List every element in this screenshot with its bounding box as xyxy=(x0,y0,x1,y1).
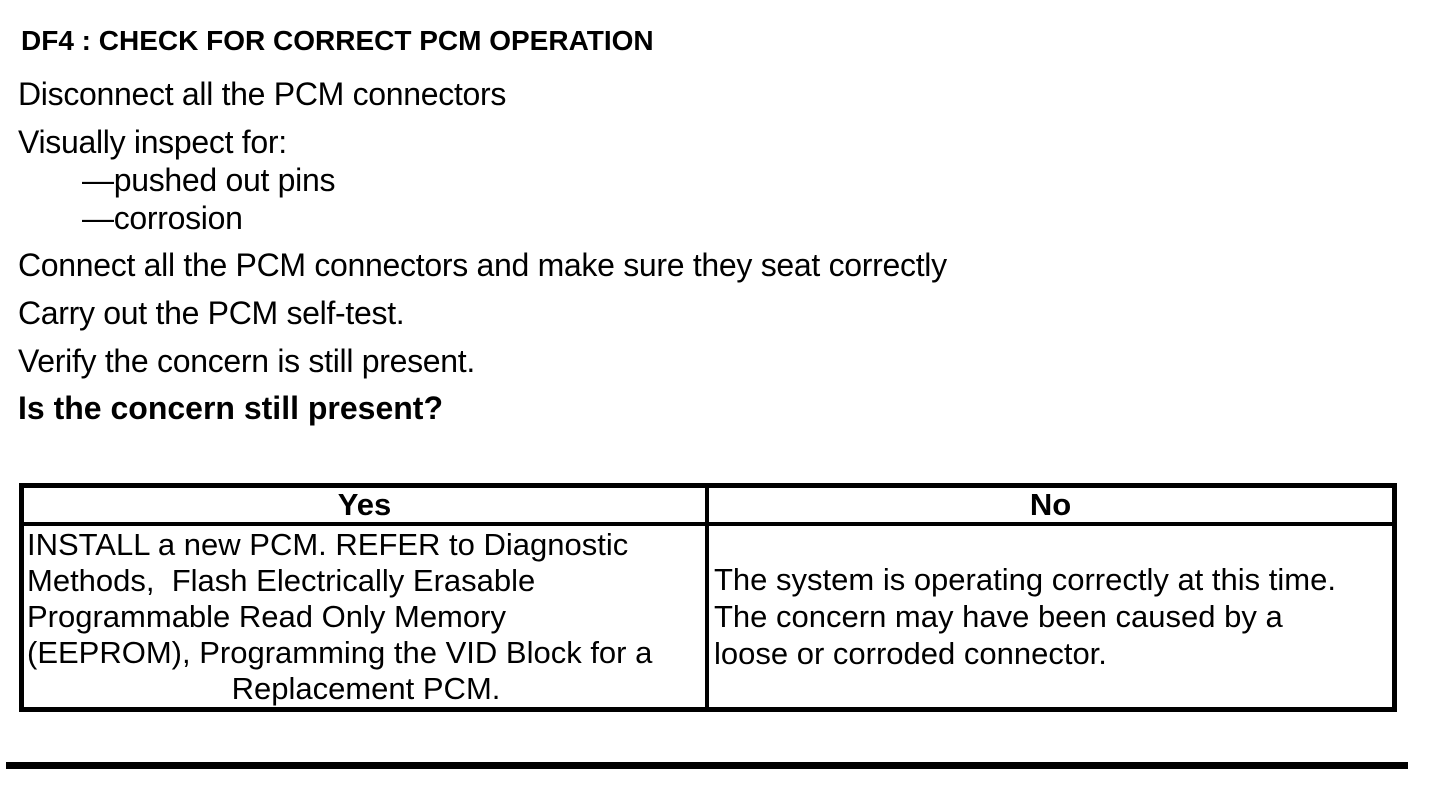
no-action-line: loose or corroded connector. xyxy=(714,636,1107,671)
yes-action-line: Replacement PCM. xyxy=(231,671,501,706)
page-divider-rule xyxy=(6,762,1408,769)
no-action-cell: The system is operating correctly at thi… xyxy=(709,526,1392,707)
page-title: DF4 : CHECK FOR CORRECT PCM OPERATION xyxy=(21,25,654,56)
table-header-row: Yes No xyxy=(24,488,1392,526)
yes-header-cell: Yes xyxy=(24,488,709,522)
step-self-test: Carry out the PCM self-test. xyxy=(18,295,405,331)
no-header-cell: No xyxy=(1029,487,1072,522)
procedure-section: DF4 : CHECK FOR CORRECT PCM OPERATION Di… xyxy=(18,24,1418,712)
yes-action-line: Methods, Flash Electrically Erasable xyxy=(27,563,536,598)
step-inspect-intro: Visually inspect for: xyxy=(18,124,287,160)
yes-action-line: (EEPROM), Programming the VID Block for … xyxy=(27,635,653,670)
inspect-item: —pushed out pins xyxy=(82,162,336,198)
step-verify: Verify the concern is still present. xyxy=(18,343,475,379)
yes-action-line: INSTALL a new PCM. REFER to Diagnostic xyxy=(27,527,629,562)
inspect-item: —corrosion xyxy=(82,200,243,236)
yes-action-line: Programmable Read Only Memory xyxy=(27,599,506,634)
step-disconnect: Disconnect all the PCM connectors xyxy=(18,76,507,112)
question-prompt: Is the concern still present? xyxy=(18,390,443,426)
no-action-line: The concern may have been caused by a xyxy=(714,599,1283,634)
decision-table: Yes No INSTALL a new PCM. REFER to Diagn… xyxy=(19,483,1397,712)
yes-action-cell: INSTALL a new PCM. REFER to Diagnostic M… xyxy=(24,526,709,707)
step-connect: Connect all the PCM connectors and make … xyxy=(18,247,947,283)
no-action-line: The system is operating correctly at thi… xyxy=(714,562,1336,597)
table-body-row: INSTALL a new PCM. REFER to Diagnostic M… xyxy=(24,526,1392,707)
